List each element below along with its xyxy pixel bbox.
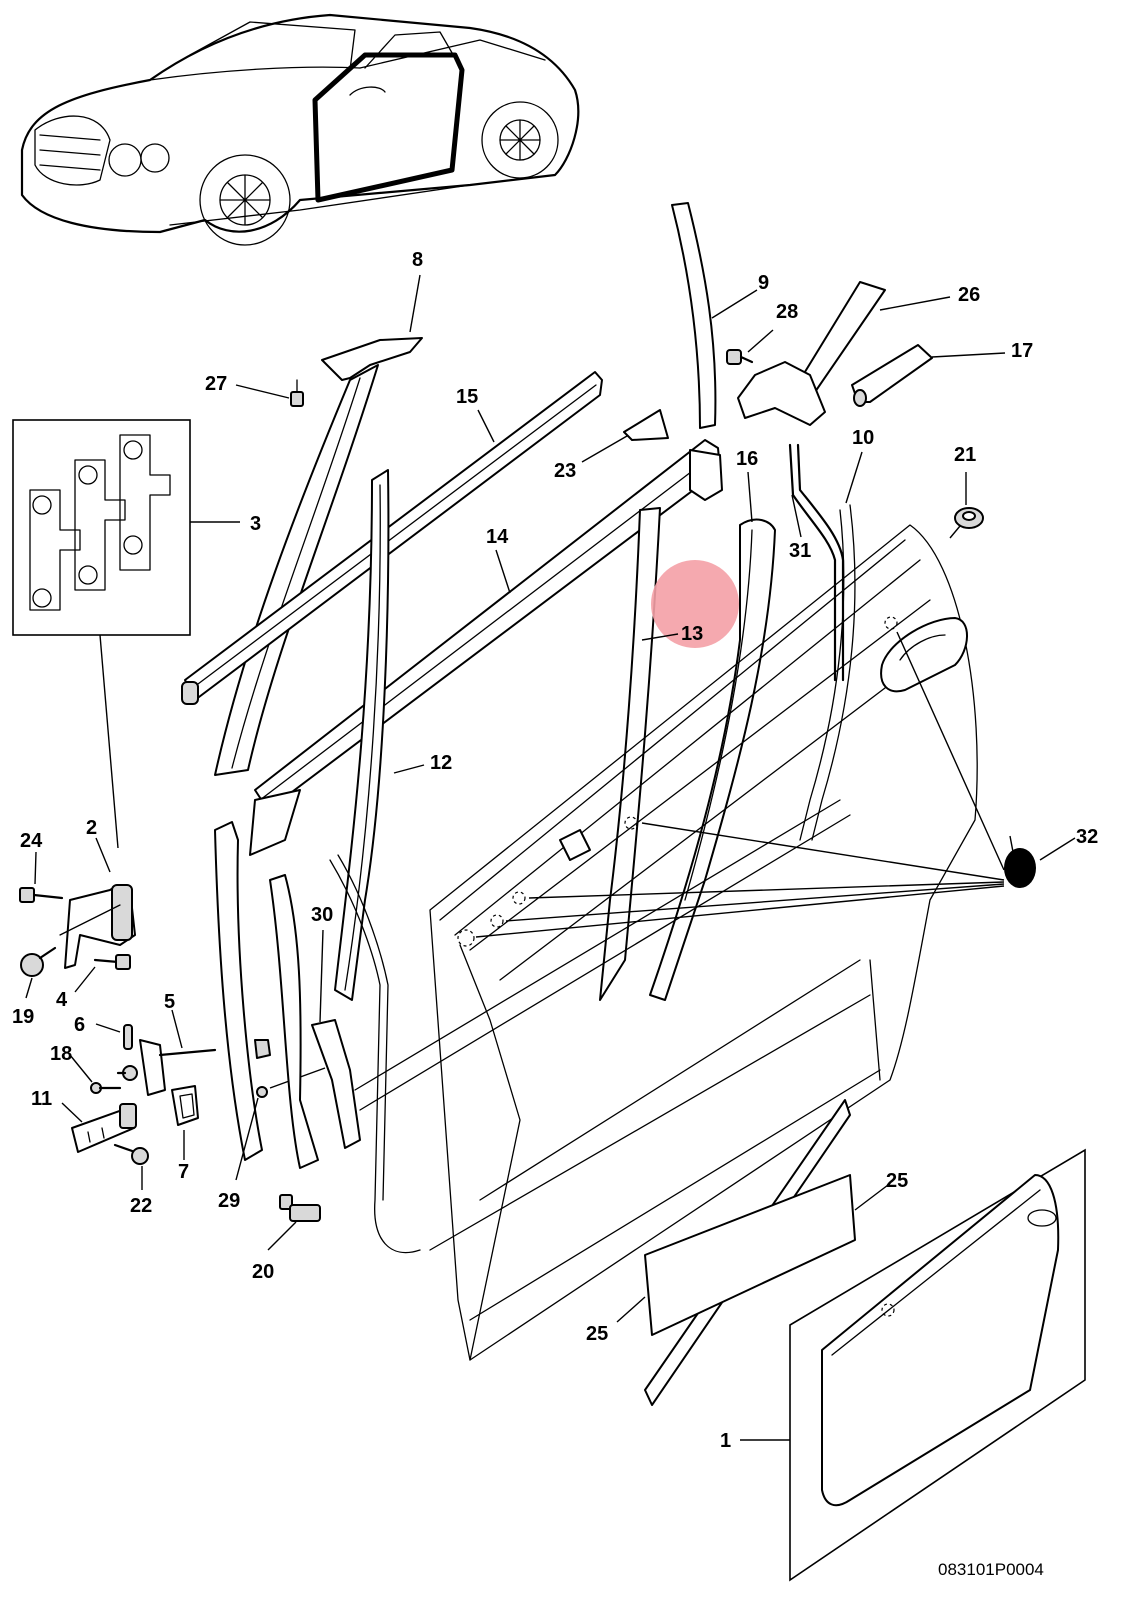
label-15: 15 bbox=[456, 386, 478, 408]
bolt-18 bbox=[90, 1082, 122, 1094]
label-9: 9 bbox=[758, 272, 769, 294]
label-31: 31 bbox=[789, 540, 811, 562]
label-26: 26 bbox=[958, 284, 980, 306]
bolt-20 bbox=[279, 1194, 321, 1222]
inner-seal-11 bbox=[214, 821, 263, 1161]
label-27: 27 bbox=[205, 373, 227, 395]
screw-27 bbox=[290, 379, 304, 407]
seal-16 bbox=[649, 518, 776, 1001]
label-22: 22 bbox=[130, 1195, 152, 1217]
label-25-upper: 25 bbox=[886, 1170, 908, 1192]
label-29: 29 bbox=[218, 1190, 240, 1212]
label-4: 4 bbox=[56, 989, 68, 1011]
leader-lines bbox=[25, 274, 1076, 1441]
label-2: 2 bbox=[86, 817, 97, 839]
bolt-19 bbox=[20, 946, 57, 977]
label-24: 24 bbox=[20, 830, 43, 852]
label-32: 32 bbox=[1076, 826, 1098, 848]
clip-kit-box bbox=[12, 419, 191, 636]
upper-belt-seal-15 bbox=[181, 371, 603, 705]
door-shell bbox=[354, 524, 978, 1361]
label-28: 28 bbox=[776, 301, 798, 323]
car-overview bbox=[20, 13, 580, 246]
label-18: 18 bbox=[50, 1043, 72, 1065]
bracket-7 bbox=[171, 1085, 199, 1126]
label-20: 20 bbox=[252, 1261, 274, 1283]
label-14: 14 bbox=[486, 526, 509, 548]
drawing-code: 083101P0004 bbox=[938, 1560, 1044, 1579]
corner-trim-23 bbox=[623, 409, 669, 441]
label-5: 5 bbox=[164, 991, 175, 1013]
callout-labels: 8 9 26 28 17 27 15 10 16 21 23 3 14 31 1… bbox=[12, 249, 1098, 1579]
label-1: 1 bbox=[720, 1430, 731, 1452]
label-17: 17 bbox=[1011, 340, 1033, 362]
door-assembly-box bbox=[789, 1148, 1086, 1582]
plug-32 bbox=[1004, 848, 1036, 888]
cable-lower bbox=[329, 854, 421, 1254]
label-11: 11 bbox=[31, 1088, 52, 1110]
label-23: 23 bbox=[554, 460, 576, 482]
bolt-24 bbox=[19, 887, 64, 903]
check-strap bbox=[116, 1024, 217, 1096]
label-12: 12 bbox=[430, 752, 452, 774]
window-channel-12 bbox=[334, 469, 390, 1001]
label-7: 7 bbox=[178, 1161, 189, 1183]
upper-channel-9 bbox=[671, 202, 717, 429]
pad-25-lower bbox=[644, 1174, 856, 1336]
label-10: 10 bbox=[852, 427, 874, 449]
label-21: 21 bbox=[954, 444, 976, 466]
label-13: 13 bbox=[681, 623, 703, 645]
plug-holes bbox=[457, 616, 898, 947]
label-16: 16 bbox=[736, 448, 758, 470]
label-8: 8 bbox=[412, 249, 423, 271]
screw-28 bbox=[726, 349, 754, 365]
b-pillar-channel-13 bbox=[599, 507, 661, 1001]
bolt-22 bbox=[113, 1143, 149, 1165]
outer-seal-30 bbox=[269, 874, 361, 1169]
label-19: 19 bbox=[12, 1006, 34, 1028]
bolt-4 bbox=[93, 954, 131, 970]
label-25-lower: 25 bbox=[586, 1323, 608, 1345]
label-30: 30 bbox=[311, 904, 333, 926]
highlight-marker bbox=[651, 560, 739, 648]
trim-26 bbox=[737, 281, 886, 426]
trim-31 bbox=[788, 443, 845, 682]
label-3: 3 bbox=[250, 513, 261, 535]
seal-17 bbox=[851, 344, 933, 407]
upper-hinge bbox=[59, 884, 136, 969]
grommet-21 bbox=[954, 507, 984, 529]
seal-10 bbox=[799, 504, 856, 841]
a-pillar-trim-8 bbox=[214, 337, 423, 776]
lower-hinge bbox=[71, 1103, 137, 1153]
label-6: 6 bbox=[74, 1014, 85, 1036]
